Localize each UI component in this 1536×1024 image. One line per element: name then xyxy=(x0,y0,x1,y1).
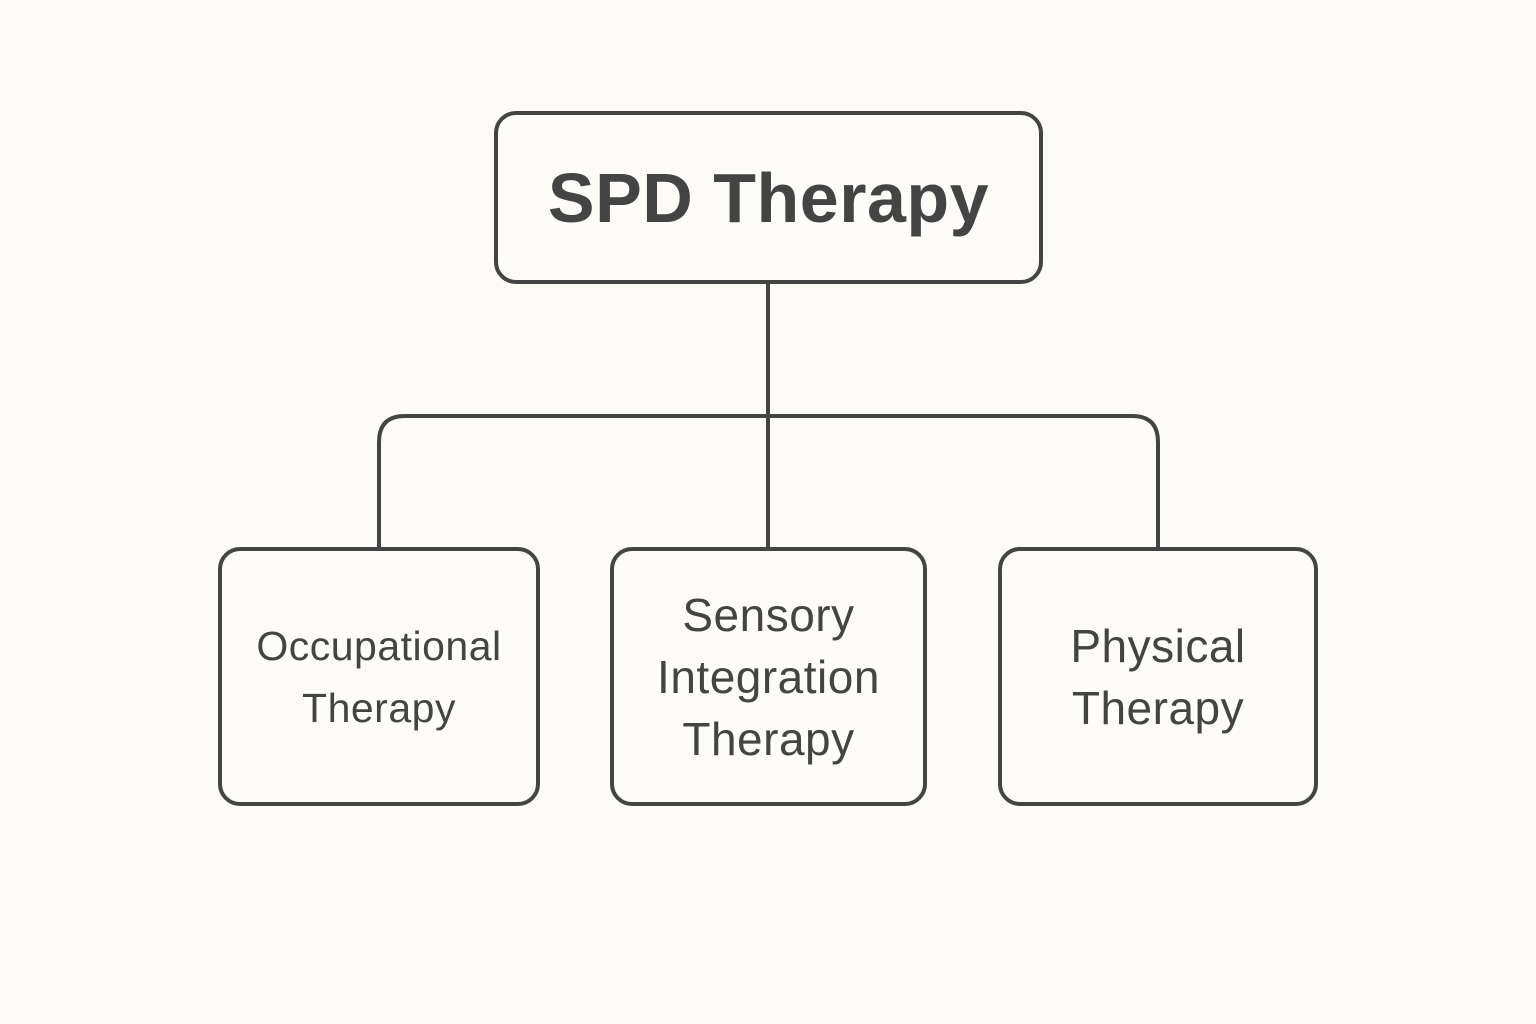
child-node-occupational-therapy: Occupational Therapy xyxy=(218,547,540,806)
root-node-label: SPD Therapy xyxy=(547,158,990,237)
child-node-sensory-integration-therapy: Sensory Integration Therapy xyxy=(610,547,927,806)
child-node-label: Occupational Therapy xyxy=(256,622,502,731)
root-node-spd-therapy: SPD Therapy xyxy=(494,111,1043,284)
child-node-physical-therapy: Physical Therapy xyxy=(998,547,1318,806)
child-node-label: Sensory Integration Therapy xyxy=(657,588,880,765)
connector-branch-bar xyxy=(377,414,1160,547)
child-node-label: Physical Therapy xyxy=(1070,619,1246,734)
